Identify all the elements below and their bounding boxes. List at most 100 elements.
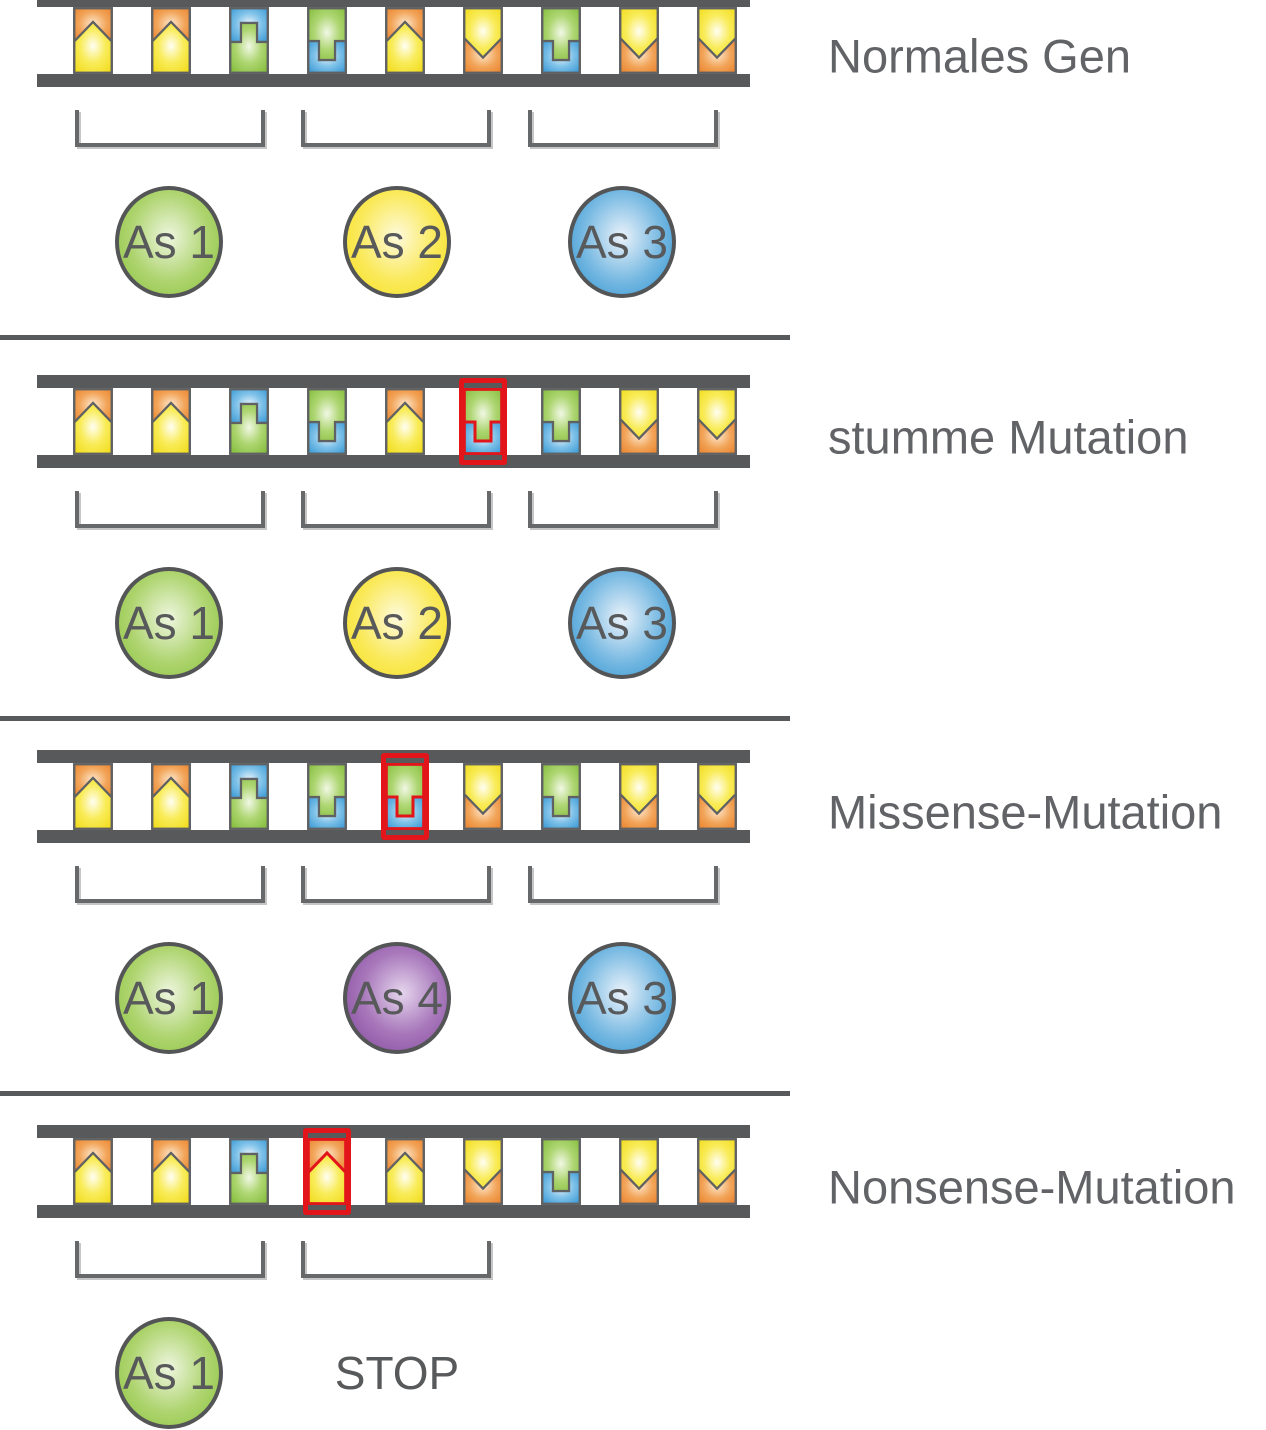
codon-bracket-2 (301, 1241, 491, 1278)
base-pair-8-yellow-down (619, 1138, 659, 1205)
base-pair-shape (697, 7, 737, 74)
codon-bracket-1 (75, 1241, 265, 1278)
codon-brackets (0, 375, 1266, 575)
section-divider (0, 335, 790, 340)
base-pair-6-yellow-down (463, 7, 503, 74)
amino-acid-as-3: As 3 (568, 942, 676, 1054)
codon-bracket-3 (528, 866, 718, 903)
base-pair-shape (73, 388, 113, 455)
amino-acid-as-3: As 3 (568, 567, 676, 679)
codon-bracket-1 (75, 866, 265, 903)
base-pair-2-yellow-up (151, 763, 191, 830)
base-pair-shape (73, 1138, 113, 1205)
codon-bracket-1 (75, 491, 265, 528)
base-pair-1-yellow-up (73, 1138, 113, 1205)
base-pair-5-yellow-up (385, 1138, 425, 1205)
base-pair-5-yellow-up (385, 388, 425, 455)
base-pair-4-green-tab-down (307, 763, 347, 830)
section-nonsense-mutation: As 1 Nonsense-Mutation STOP (0, 1125, 1266, 1430)
base-pair-7-green-tab-down (541, 388, 581, 455)
amino-acid-as-2: As 2 (343, 186, 451, 298)
amino-acid-as-1: As 1 (115, 567, 223, 679)
base-pair-shape (541, 7, 581, 74)
amino-acid-as-2: As 2 (343, 567, 451, 679)
base-pair-shape (385, 1138, 425, 1205)
base-pair-9-yellow-down (697, 763, 737, 830)
base-pair-3-green-tab-up (229, 1138, 269, 1205)
base-pair-shape (229, 388, 269, 455)
base-pair-3-green-tab-up (229, 763, 269, 830)
dna-strand-bottom-bar (37, 74, 750, 87)
base-pair-3-green-tab-up (229, 388, 269, 455)
dna-strand (0, 0, 1266, 94)
base-pair-shape (463, 388, 503, 455)
base-pair-9-yellow-down (697, 7, 737, 74)
amino-acid-label: As 3 (575, 972, 669, 1024)
base-pair-shape (463, 7, 503, 74)
amino-acid-label: As 1 (122, 972, 216, 1024)
base-pair-8-yellow-down (619, 763, 659, 830)
base-pair-shape (619, 388, 659, 455)
dna-strand-top-bar (37, 750, 750, 763)
base-pair-shape (151, 7, 191, 74)
base-pair-6-yellow-down (463, 1138, 503, 1205)
amino-acid-as-1: As 1 (115, 186, 223, 298)
section-normal-gene: As 1 As 2 As 3 Normales Gen (0, 0, 1266, 374)
amino-acid-as-1: As 1 (115, 1317, 223, 1429)
base-pair-shape (385, 763, 425, 830)
codon-bracket-3 (528, 110, 718, 147)
amino-acid-label: As 3 (575, 597, 669, 649)
section-divider (0, 716, 790, 721)
codon-bracket-3 (528, 491, 718, 528)
base-pair-1-yellow-up (73, 763, 113, 830)
stop-label: STOP (334, 1347, 460, 1399)
base-pair-1-yellow-up (73, 388, 113, 455)
base-pair-shape (151, 763, 191, 830)
base-pair-shape (541, 763, 581, 830)
dna-strand-top-bar (37, 0, 750, 7)
amino-acid-label: As 2 (350, 597, 444, 649)
base-pair-5-yellow-up (385, 7, 425, 74)
base-pair-shape (697, 1138, 737, 1205)
amino-acid-as-4: As 4 (343, 942, 451, 1054)
base-pair-2-yellow-up (151, 7, 191, 74)
base-pair-4-green-tab-down (307, 7, 347, 74)
base-pair-shape (307, 388, 347, 455)
dna-strand-bottom-bar (37, 830, 750, 843)
base-pair-shape (151, 1138, 191, 1205)
base-pair-shape (229, 1138, 269, 1205)
amino-acid-as-1: As 1 (115, 942, 223, 1054)
section-silent-mutation: As 1 As 2 As 3 stumme Mutation (0, 375, 1266, 755)
base-pair-4-green-tab-down (307, 388, 347, 455)
base-pair-6-yellow-down (463, 763, 503, 830)
codon-brackets (0, 750, 1266, 950)
dna-strand (0, 1125, 1266, 1225)
codon-bracket-2 (301, 866, 491, 903)
base-pair-2-yellow-up (151, 1138, 191, 1205)
section-label: stumme Mutation (828, 410, 1189, 464)
base-pair-shape (151, 388, 191, 455)
amino-acid-label: As 1 (122, 1347, 216, 1399)
amino-acid-row: As 1 (0, 1125, 1266, 1430)
base-pair-shape (619, 763, 659, 830)
base-pair-7-green-tab-down (541, 1138, 581, 1205)
base-pair-shape (229, 763, 269, 830)
base-pair-shape (619, 1138, 659, 1205)
base-pair-shape (541, 1138, 581, 1205)
base-pair-9-yellow-down (697, 388, 737, 455)
base-pair-shape (307, 1138, 347, 1205)
base-pair-7-green-tab-down (541, 7, 581, 74)
base-pair-shape (73, 7, 113, 74)
amino-acid-row: As 1 As 4 As 3 (0, 750, 1266, 1130)
amino-acid-label: As 3 (575, 216, 669, 268)
dna-strand (0, 375, 1266, 475)
amino-acid-label: As 1 (122, 597, 216, 649)
codon-bracket-2 (301, 110, 491, 147)
section-label: Normales Gen (828, 29, 1131, 83)
amino-acid-as-3: As 3 (568, 186, 676, 298)
dna-strand-top-bar (37, 375, 750, 388)
base-pair-shape (307, 763, 347, 830)
base-pair-shape (463, 763, 503, 830)
